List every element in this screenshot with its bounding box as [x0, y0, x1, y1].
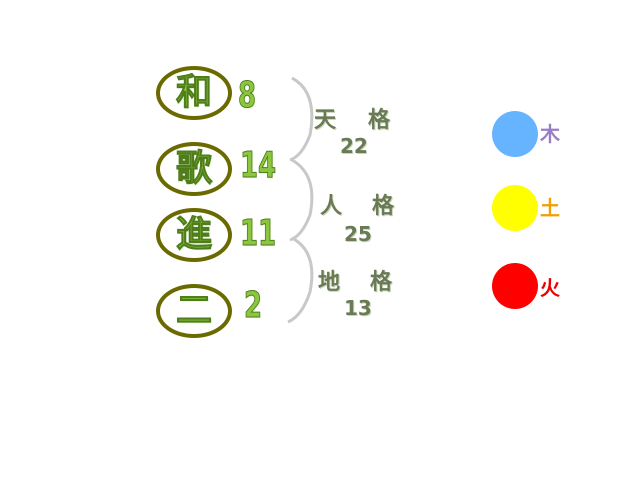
grid-2-right: 格: [372, 194, 395, 219]
element-label-fire: 火: [540, 276, 560, 300]
grid-1-right: 格: [368, 108, 391, 133]
name-char-1: 和: [175, 72, 212, 113]
grid-3-value: 13: [344, 296, 372, 320]
name-char-4: 二: [175, 290, 212, 331]
grid-3-right: 格: [370, 270, 393, 295]
stroke-count-4: 2: [244, 285, 263, 326]
name-char-ring-3: 進: [156, 208, 232, 262]
element-dot-fire: [492, 263, 538, 309]
bracket-middle: [289, 158, 314, 242]
bracket-bottom: [287, 236, 314, 324]
stroke-count-2: 14: [240, 145, 277, 186]
element-dot-wood: [492, 111, 538, 157]
name-char-2: 歌: [175, 148, 212, 189]
element-dot-earth: [492, 185, 538, 231]
stroke-count-1: 8: [238, 75, 257, 116]
name-char-3: 進: [175, 214, 212, 255]
grid-3-left: 地: [318, 270, 341, 295]
element-label-earth: 土: [540, 196, 560, 220]
element-label-wood: 木: [540, 122, 560, 146]
grid-1-left: 天: [314, 108, 337, 133]
grid-1-value: 22: [340, 134, 368, 158]
name-char-ring-4: 二: [156, 284, 232, 338]
grid-2-value: 25: [344, 222, 372, 246]
stroke-count-3: 11: [240, 213, 277, 254]
bracket-top: [289, 76, 314, 162]
name-char-ring-1: 和: [156, 66, 232, 120]
grid-2-left: 人: [320, 194, 343, 219]
name-char-ring-2: 歌: [156, 142, 232, 196]
